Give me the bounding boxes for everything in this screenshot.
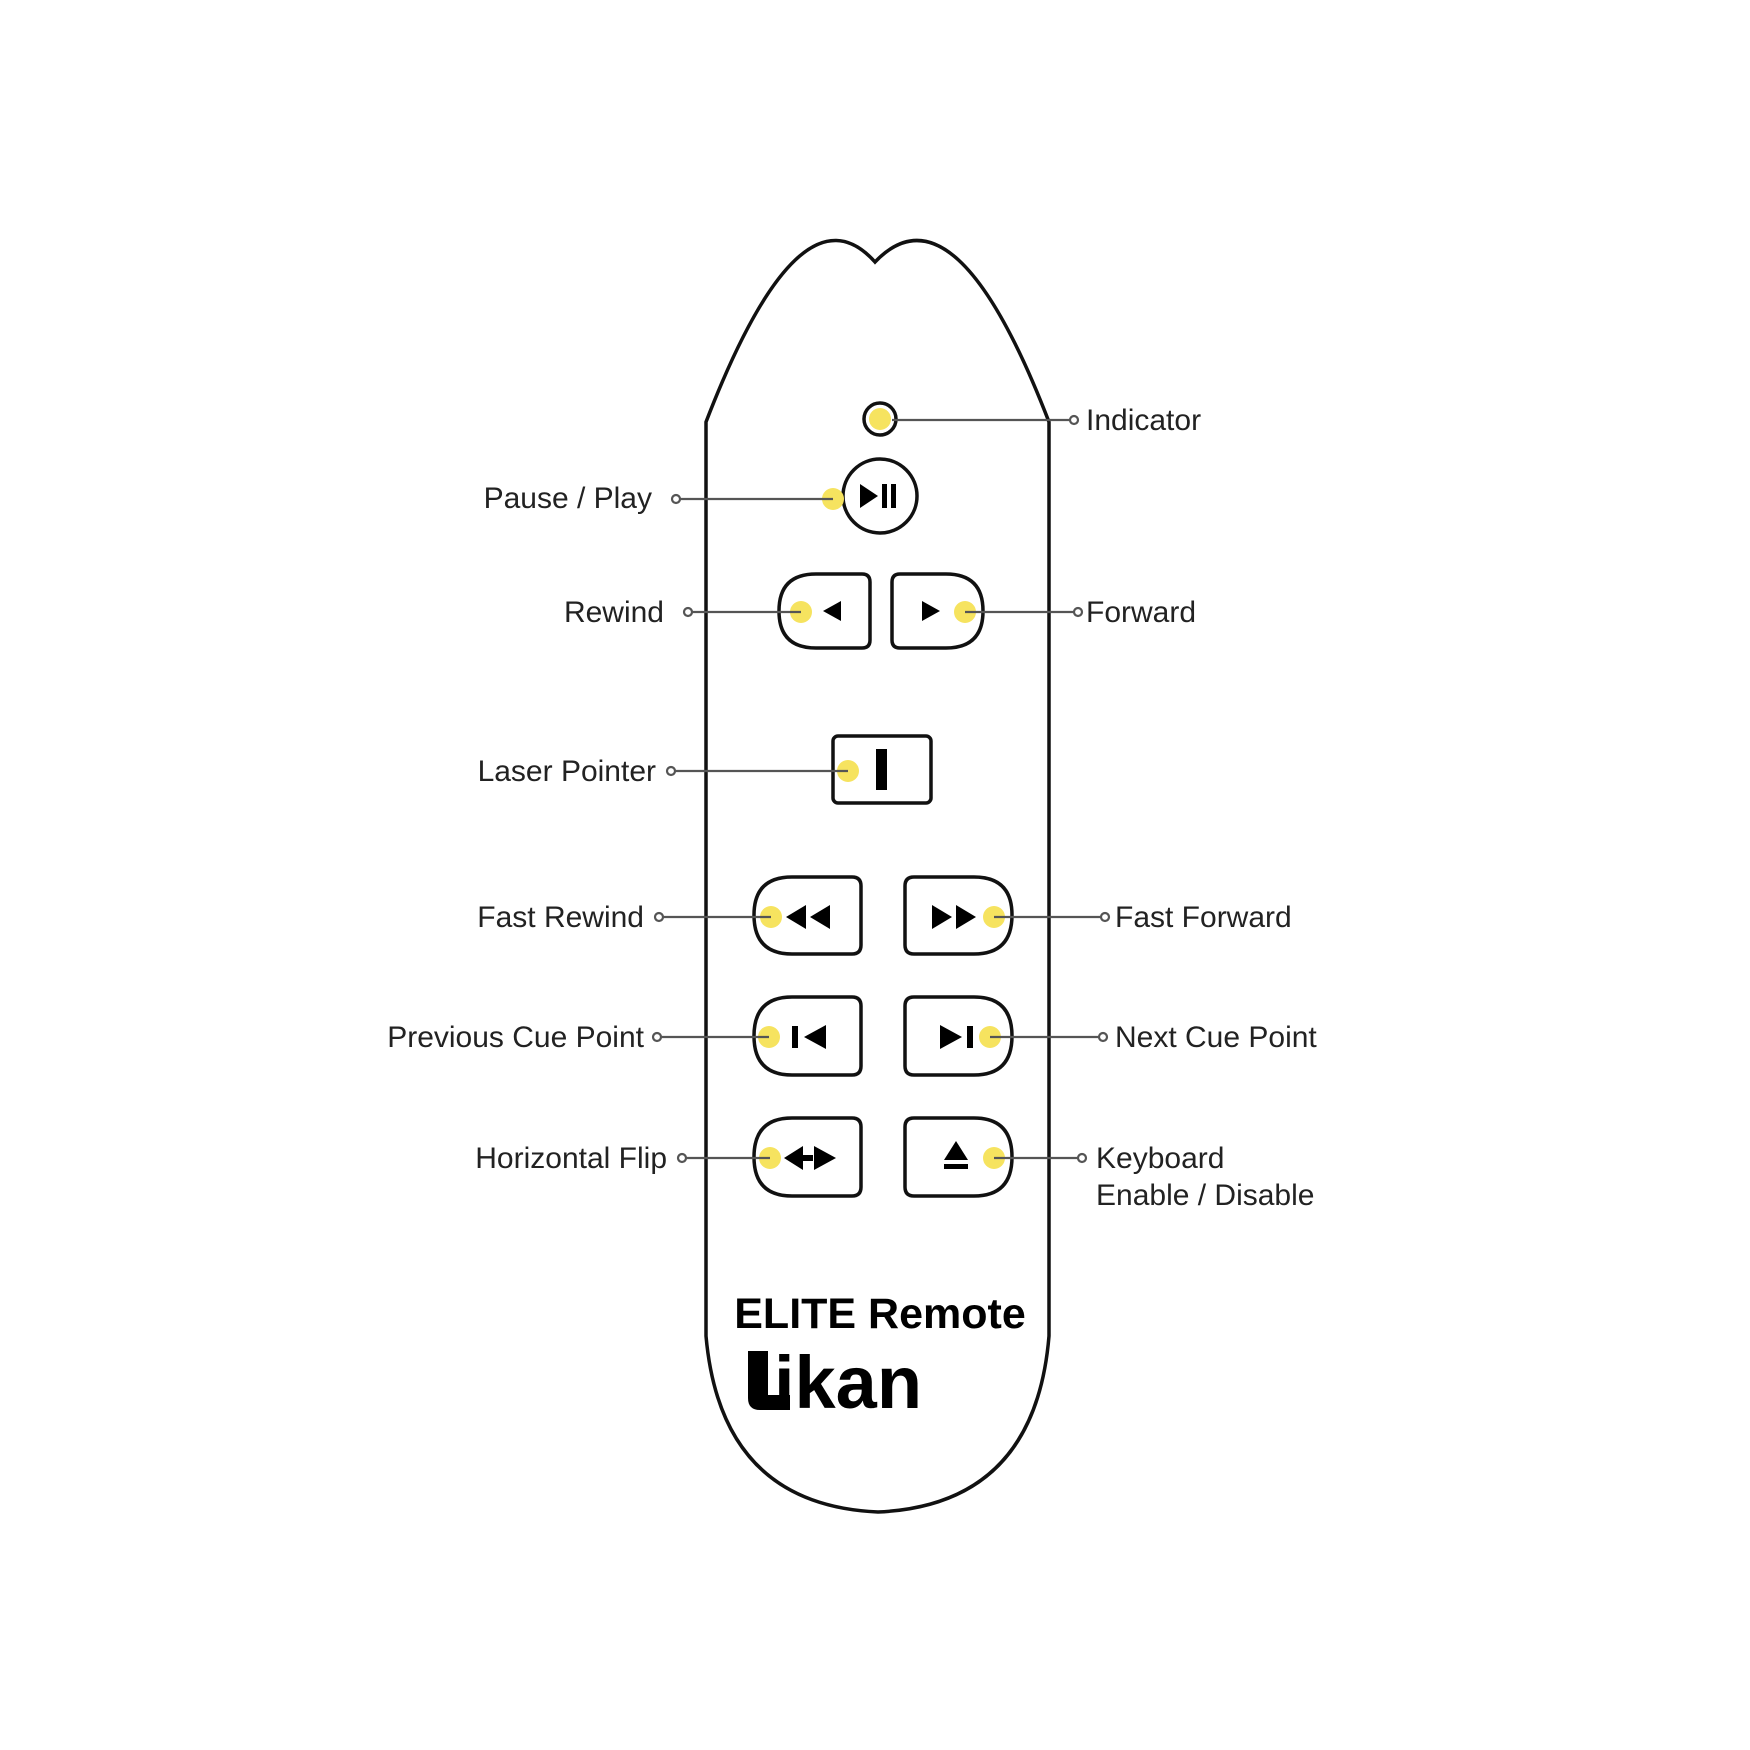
double-arrow-horizontal-icon bbox=[784, 1146, 836, 1170]
laser-pointer-button[interactable] bbox=[831, 734, 933, 805]
forward-button[interactable] bbox=[890, 572, 985, 650]
brand-title: ELITE Remote bbox=[734, 1290, 1026, 1338]
label-keyboard-line2: Enable / Disable bbox=[1096, 1179, 1314, 1212]
svg-text:ikan: ikan bbox=[774, 1341, 922, 1424]
keyboard-button[interactable] bbox=[903, 1116, 1014, 1198]
label-rewind: Rewind bbox=[564, 596, 664, 629]
play-pause-icon bbox=[860, 484, 896, 508]
rewind-button[interactable] bbox=[777, 572, 872, 650]
double-triangle-left-icon bbox=[786, 905, 830, 929]
fast-rewind-button[interactable] bbox=[752, 875, 863, 956]
leader-lines bbox=[651, 414, 1111, 1164]
triangle-left-icon bbox=[823, 601, 841, 621]
double-triangle-right-icon bbox=[932, 905, 976, 929]
skip-previous-icon bbox=[792, 1025, 826, 1049]
label-keyboard-line1: Keyboard bbox=[1096, 1142, 1224, 1175]
next-cue-point-button[interactable] bbox=[903, 995, 1014, 1077]
ikan-logo: ikan bbox=[748, 1341, 922, 1424]
eject-icon bbox=[944, 1141, 968, 1169]
vertical-bar-icon bbox=[876, 749, 887, 790]
label-fast-forward: Fast Forward bbox=[1115, 901, 1292, 934]
skip-next-icon bbox=[940, 1025, 973, 1049]
label-horizontal-flip: Horizontal Flip bbox=[475, 1142, 667, 1175]
label-indicator: Indicator bbox=[1086, 404, 1201, 437]
label-pause-play: Pause / Play bbox=[484, 482, 652, 515]
label-previous-cue-point: Previous Cue Point bbox=[387, 1021, 644, 1054]
label-forward: Forward bbox=[1086, 596, 1196, 629]
indicator-led bbox=[862, 401, 898, 437]
horizontal-flip-button[interactable] bbox=[752, 1116, 863, 1198]
label-laser-pointer: Laser Pointer bbox=[478, 755, 656, 788]
triangle-right-icon bbox=[922, 601, 940, 621]
pause-play-button[interactable] bbox=[841, 457, 919, 535]
fast-forward-button[interactable] bbox=[903, 875, 1014, 956]
label-fast-rewind: Fast Rewind bbox=[477, 901, 644, 934]
label-next-cue-point: Next Cue Point bbox=[1115, 1021, 1317, 1054]
previous-cue-point-button[interactable] bbox=[752, 995, 863, 1077]
